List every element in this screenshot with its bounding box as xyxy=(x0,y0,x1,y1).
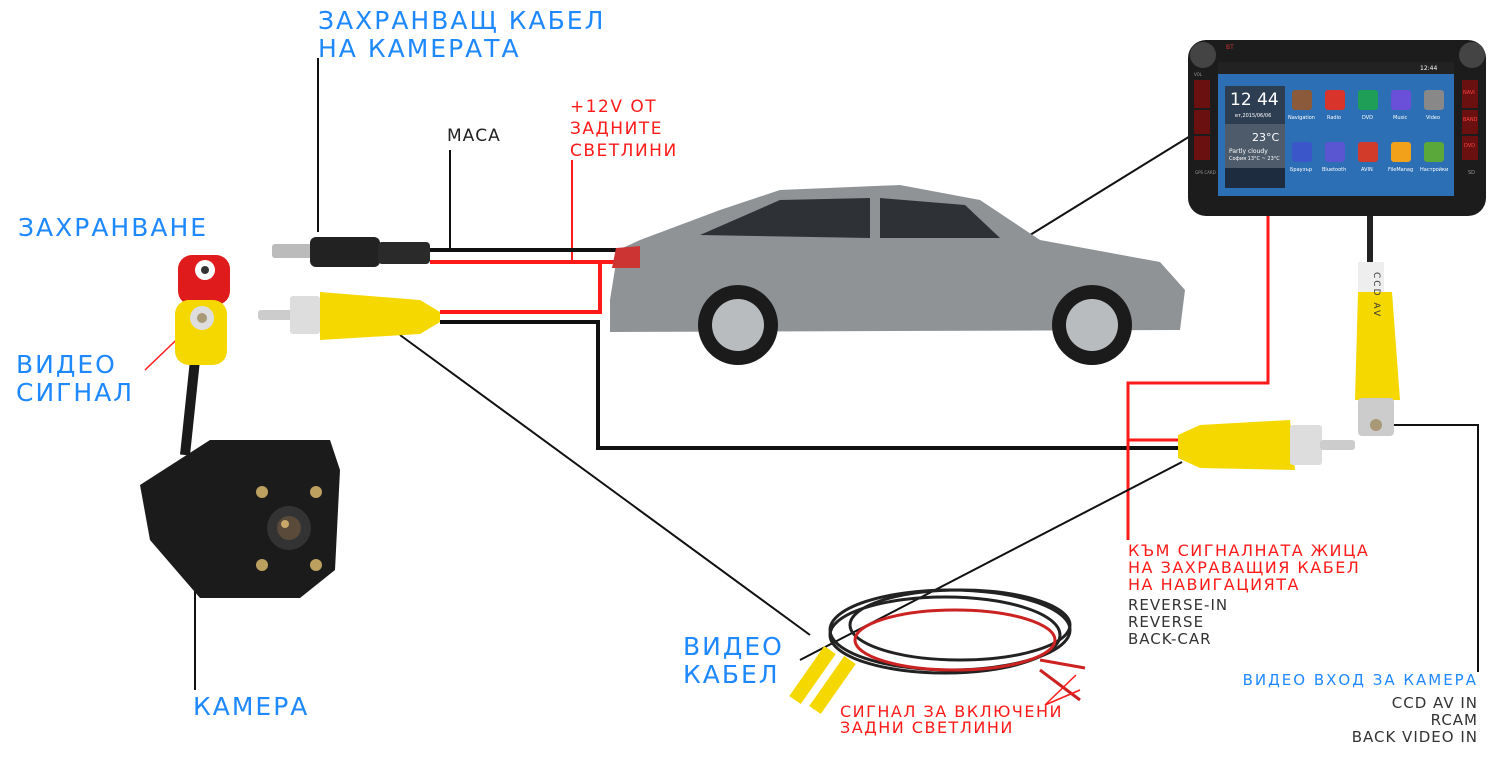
plus12v-label-1: +12V ОТ xyxy=(570,97,658,117)
tail-light-signal-label-1: СИГНАЛ ЗА ВКЛЮЧЕНИ xyxy=(840,702,1063,721)
reverse-name-2: REVERSE xyxy=(1128,613,1205,631)
app-label: Браузър xyxy=(1290,167,1312,173)
app-settings-icon[interactable] xyxy=(1424,142,1444,162)
app-music-icon[interactable] xyxy=(1391,90,1411,110)
video-cable-label-2: КАБЕЛ xyxy=(683,660,780,689)
plus12v-label-2: ЗАДНИТЕ xyxy=(570,119,663,139)
sd-label: SD xyxy=(1468,170,1476,176)
cable-tag: CCD AV xyxy=(1371,272,1381,319)
video-input-name-1: CCD AV IN xyxy=(1391,694,1478,712)
app-label: DVD xyxy=(1362,115,1374,121)
app-label: Bluetooth xyxy=(1322,167,1347,173)
status-time: 12:44 xyxy=(1420,65,1438,72)
weather: Partly cloudy xyxy=(1229,148,1268,155)
app-label: FileManag xyxy=(1388,167,1414,173)
reverse-name-1: REVERSE-IN xyxy=(1128,596,1229,614)
weather-range: София 13°C ~ 23°C xyxy=(1229,156,1280,162)
nav-signal-wire-label-3: НА НАВИГАЦИЯТА xyxy=(1128,575,1300,594)
camera-device xyxy=(140,440,340,598)
band-button[interactable]: BAND xyxy=(1463,117,1478,123)
camera-power-cable-label-2: НА КАМЕРАТА xyxy=(318,34,521,63)
app-video-icon[interactable] xyxy=(1424,90,1444,110)
ccd-av-connector xyxy=(1355,262,1400,436)
reverse-name-3: BACK-CAR xyxy=(1128,630,1212,648)
date: вт,2015/06/06 xyxy=(1235,113,1272,119)
video-input-name-3: BACK VIDEO IN xyxy=(1351,728,1478,746)
app-navigation-icon[interactable] xyxy=(1292,90,1312,110)
camera-label: КАМЕРА xyxy=(193,692,310,721)
bt-button[interactable]: BT xyxy=(1226,44,1234,51)
navi-button[interactable]: NAVI xyxy=(1463,90,1475,96)
app-label: Настройки xyxy=(1420,167,1449,173)
video-cable-coil xyxy=(789,588,1086,715)
app-dvd-icon[interactable] xyxy=(1358,90,1378,110)
car-image xyxy=(610,185,1185,365)
app-label: Music xyxy=(1393,115,1408,121)
camera-video-input-label: ВИДЕО ВХОД ЗА КАМЕРА xyxy=(1242,671,1478,689)
tail-light-signal-label-2: ЗАДНИ СВЕТЛИНИ xyxy=(840,718,1014,737)
clock: 12 44 xyxy=(1230,90,1279,110)
video-input-name-2: RCAM xyxy=(1430,711,1478,729)
plus12v-label-3: СВЕТЛИНИ xyxy=(570,141,678,161)
rca-plug-video-right xyxy=(1178,420,1355,470)
temperature: 23°C xyxy=(1252,131,1280,144)
nav-signal-wire-label-2: НА ЗАХРАВАЩИЯ КАБЕЛ xyxy=(1128,558,1361,577)
nav-signal-wire-label-1: КЪМ СИГНАЛНАТА ЖИЦА xyxy=(1128,541,1370,560)
vol-knob-label: VOL xyxy=(1194,72,1203,77)
app-filemanager-icon[interactable] xyxy=(1391,142,1411,162)
app-avin-icon[interactable] xyxy=(1358,142,1378,162)
camera-sockets xyxy=(175,255,230,365)
app-radio-icon[interactable] xyxy=(1325,90,1345,110)
video-cable-label-1: ВИДЕО xyxy=(683,632,784,661)
rca-plug-video-left xyxy=(258,292,440,340)
video-signal-label-1: ВИДЕО xyxy=(16,350,117,379)
camera-power-cable-label-1: ЗАХРАНВАЩ КАБЕЛ xyxy=(318,6,606,35)
app-label: Navigation xyxy=(1288,115,1315,121)
video-signal-label-2: СИГНАЛ xyxy=(16,378,135,407)
app-label: Radio xyxy=(1327,115,1342,121)
gps-card-label: GPS CARD xyxy=(1195,170,1216,175)
power-label: ЗАХРАНВАНЕ xyxy=(18,213,209,242)
app-browser-icon[interactable] xyxy=(1292,142,1312,162)
app-label: Video xyxy=(1426,115,1441,121)
dc-power-plug xyxy=(272,237,430,267)
ground-label: МАСА xyxy=(447,126,501,146)
dvd-button[interactable]: DVD xyxy=(1464,143,1476,149)
head-unit xyxy=(1188,40,1486,216)
app-label: AVIN xyxy=(1361,167,1373,173)
app-bluetooth-icon[interactable] xyxy=(1325,142,1345,162)
